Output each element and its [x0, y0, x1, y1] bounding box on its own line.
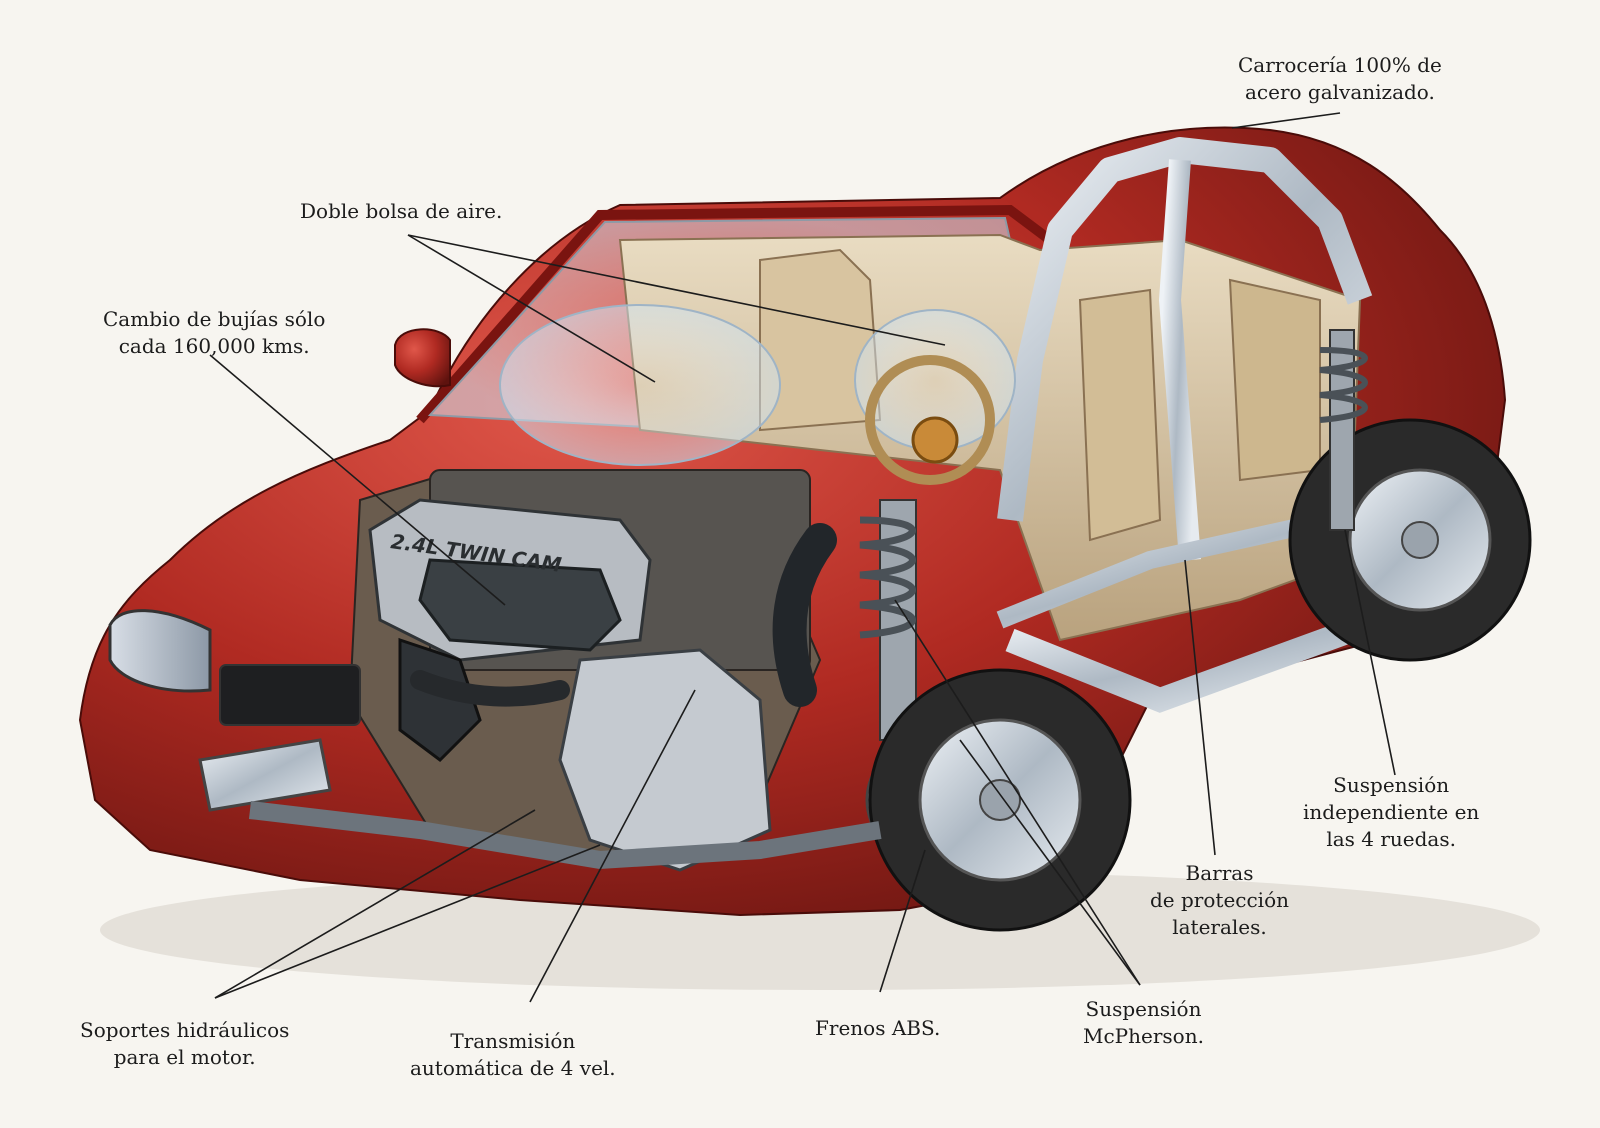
- leader-mcpherson: [894, 599, 1141, 986]
- grille: [219, 664, 361, 726]
- callout-transmission: Transmisión automática de 4 vel.: [410, 1028, 616, 1082]
- engine-cover: [418, 558, 622, 652]
- callout-transmission-line-1: Transmisión: [450, 1029, 576, 1053]
- callout-mounts: Soportes hidráulicos para el motor.: [80, 1017, 289, 1071]
- callout-body: Carrocería 100% de acero galvanizado.: [1238, 52, 1442, 106]
- callout-bars: Barras de protección laterales.: [1150, 860, 1289, 941]
- leader-bars: [1184, 559, 1216, 856]
- leader-plugs: [209, 354, 506, 606]
- callout-mounts-line-2: para el motor.: [113, 1045, 256, 1069]
- callout-plugs-line-1: Cambio de bujías sólo: [103, 307, 326, 331]
- callout-bars-line-3: laterales.: [1172, 915, 1267, 939]
- callout-plugs: Cambio de bujías sólo cada 160,000 kms.: [103, 306, 325, 360]
- front-subframe: [248, 801, 882, 870]
- callout-mcpherson-line-2: McPherson.: [1083, 1024, 1204, 1048]
- rear-seat: [1078, 288, 1162, 542]
- callout-mcpherson-line-1: Suspensión: [1085, 997, 1202, 1021]
- leader-airbag-2: [407, 234, 946, 346]
- leader-body: [1231, 112, 1341, 129]
- steering-wheel: [865, 355, 995, 485]
- callout-bars-line-1: Barras: [1185, 861, 1254, 885]
- callout-abs: Frenos ABS.: [815, 1015, 940, 1042]
- steering-hub: [911, 416, 959, 464]
- driver-airbag: [499, 304, 781, 466]
- safety-cage-frame: [997, 137, 1373, 522]
- callout-rear-suspension-line-2: independiente en: [1303, 800, 1480, 824]
- rear-shock: [1329, 329, 1355, 531]
- leader-rear-susp: [1344, 529, 1396, 776]
- leader-abs: [879, 849, 926, 993]
- callout-mcpherson: Suspensión McPherson.: [1083, 996, 1204, 1050]
- callout-airbag: Doble bolsa de aire.: [300, 198, 502, 225]
- transmission-case: [558, 648, 772, 872]
- exhaust-manifold: [410, 670, 570, 707]
- callout-airbag-line-1: Doble bolsa de aire.: [300, 199, 503, 223]
- leader-lines: [209, 112, 1396, 1003]
- leader-mcpherson-2: [959, 739, 1141, 986]
- front-crash-rail: [198, 738, 332, 812]
- callout-rear-suspension-line-1: Suspensión: [1333, 773, 1450, 797]
- windshield-frame: [416, 204, 1053, 424]
- callout-body-line-1: Carrocería 100% de: [1238, 53, 1442, 77]
- callout-transmission-line-2: automática de 4 vel.: [410, 1056, 616, 1080]
- leader-mounts-1: [214, 809, 536, 999]
- callout-rear-suspension: Suspensión independiente en las 4 ruedas…: [1303, 772, 1479, 853]
- rear-hub: [1401, 521, 1439, 559]
- callout-body-line-2: acero galvanizado.: [1244, 80, 1435, 104]
- headlight: [108, 609, 212, 693]
- b-pillar: [1158, 159, 1201, 561]
- leader-mounts-2: [214, 844, 601, 999]
- air-intake-hose: [772, 523, 837, 707]
- leader-transmission: [529, 689, 696, 1003]
- callout-plugs-line-2: cada 160,000 kms.: [118, 334, 310, 358]
- side-impact-bar: [996, 511, 1332, 629]
- rocker-panel: [1005, 608, 1385, 713]
- callout-mounts-line-1: Soportes hidráulicos: [80, 1018, 290, 1042]
- callout-bars-line-2: de protección: [1150, 888, 1289, 912]
- rear-seat-back: [1228, 278, 1321, 482]
- front-hub: [979, 779, 1021, 821]
- callout-rear-suspension-line-3: las 4 ruedas.: [1326, 827, 1456, 851]
- rear-coil-spring: [1319, 347, 1368, 423]
- side-mirror: [394, 328, 451, 388]
- leader-airbag-1: [407, 234, 656, 383]
- callout-abs-line-1: Frenos ABS.: [815, 1016, 941, 1040]
- coil-spring: [859, 516, 916, 639]
